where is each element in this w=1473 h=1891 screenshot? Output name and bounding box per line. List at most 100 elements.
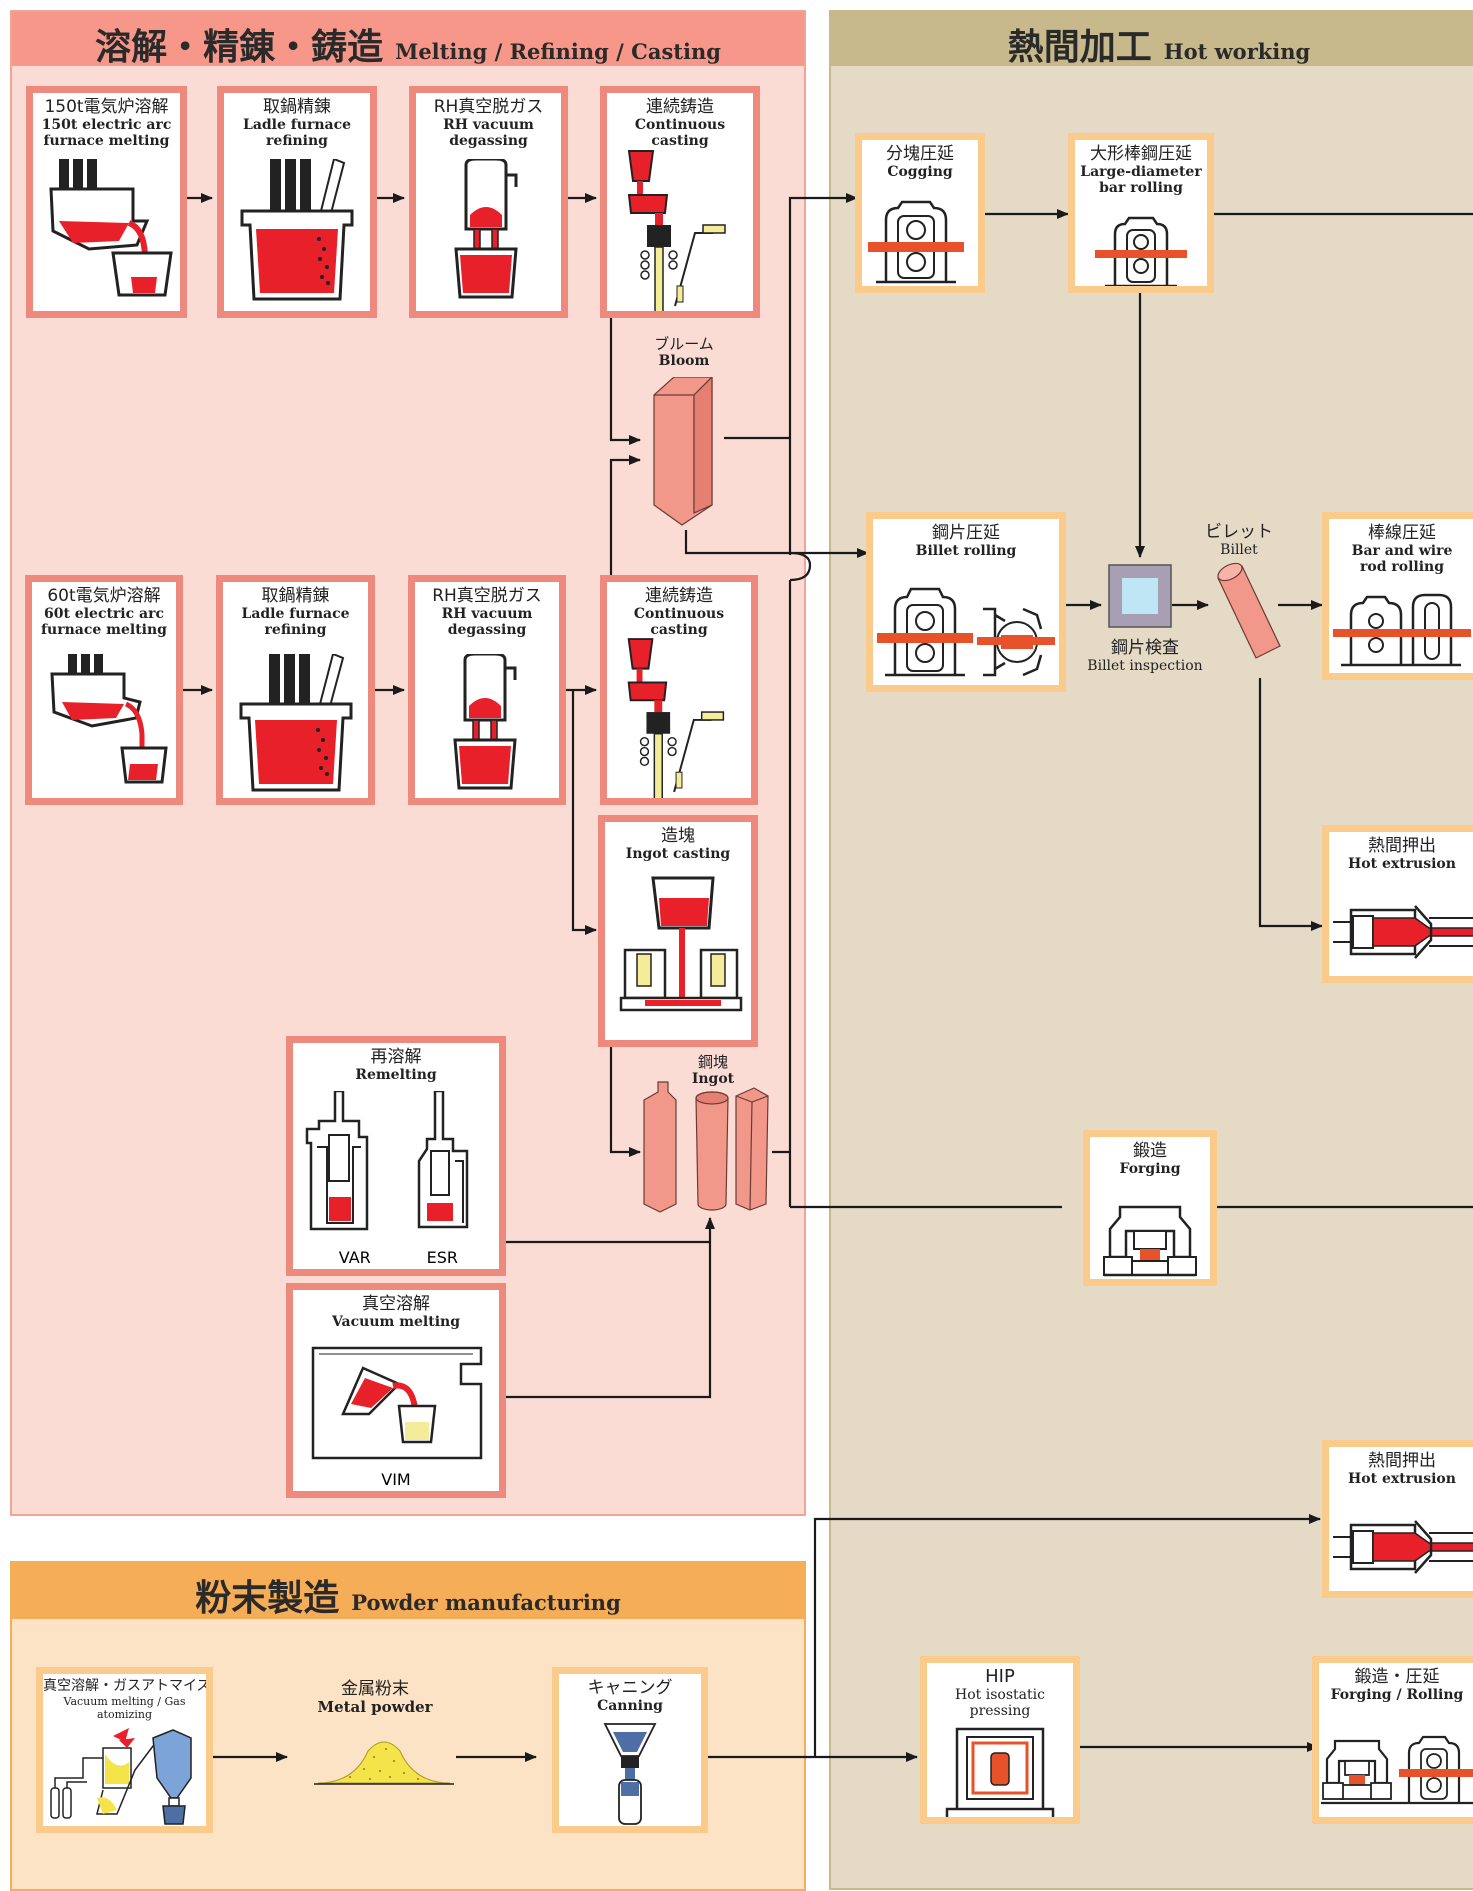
continuous-casting-2-label-jp: 連続鋳造 [645, 586, 713, 606]
billet-inspection-label-en: Billet inspection [1087, 658, 1203, 674]
ladle-refining-1-label-en: Ladle furnace refining [242, 117, 352, 149]
bar-wire-rolling-box: 棒線圧延 Bar and wire rod rolling [1322, 512, 1473, 680]
hip-label-jp: HIP [985, 1666, 1015, 1687]
hot-extrusion-2-label-jp: 熱間押出 [1368, 1451, 1436, 1471]
bar-wire-rolling-label-jp: 棒線圧延 [1368, 523, 1436, 543]
billet-bar-icon [1217, 562, 1281, 659]
forging-press-icon [1103, 1205, 1197, 1277]
gas-atomizing-label-en: Vacuum melting / Gas atomizing [63, 1695, 186, 1721]
ladle-refining-1-box: 取鍋精錬 Ladle furnace refining [217, 86, 377, 318]
metal-powder-label-jp: 金属粉末 [341, 1679, 409, 1699]
large-bar-rolling-label-en: Large-diameter bar rolling [1080, 164, 1202, 196]
eaf-150t-label-en: 150t electric arc furnace melting [41, 117, 172, 149]
cogging-label-en: Cogging [887, 164, 953, 180]
continuous-casting-1-label-jp: 連続鋳造 [646, 97, 714, 117]
remelting-furnace-icon [305, 1091, 469, 1231]
ingot-casting-label-en: Ingot casting [625, 846, 731, 862]
bloom-block-icon [653, 377, 713, 526]
ladle-refining-1-label-jp: 取鍋精錬 [263, 97, 331, 117]
remelting-label-en: Remelting [355, 1067, 437, 1083]
vacuum-induction-furnace-icon [311, 1346, 483, 1460]
billet-label-en: Billet [1220, 542, 1258, 558]
ladle-furnace-icon [240, 159, 354, 301]
bloom-label: ブルーム Bloom [640, 332, 728, 370]
melting-title-en: Melting / Refining / Casting [395, 39, 721, 64]
hot-extrusion-2-label-en: Hot extrusion [1348, 1471, 1456, 1487]
line-bloom-bottom [684, 530, 812, 582]
hot-working-section-header: 熱間加工 Hot working [831, 12, 1473, 68]
ladle-refining-2-label-en: Ladle furnace refining [241, 606, 350, 638]
powder-title-en: Powder manufacturing [351, 1590, 621, 1615]
bloom-label-en: Bloom [658, 353, 710, 369]
vim-label: VIM [381, 1470, 411, 1489]
melting-title-jp: 溶解・精錬・鋳造 [95, 27, 384, 68]
ingot-label: 鋼塊 Ingot [680, 1050, 746, 1088]
continuous-casting-2-box: 連続鋳造 Continuous casting [600, 575, 758, 805]
arrow-rh2-ingot-casting [571, 690, 597, 935]
arrow-cc1-bloom [609, 318, 641, 445]
hot-extrusion-1-label-jp: 熱間押出 [1368, 836, 1436, 856]
continuous-casting-1-label-en: Continuous casting [634, 117, 726, 149]
bar-wire-rolling-label-en: Bar and wire rod rolling [1351, 543, 1453, 575]
rh-degassing-1-box: RH真空脱ガス RH vacuum degassing [409, 86, 568, 318]
metal-powder-pile-icon [314, 1741, 454, 1785]
canning-box: キャニング Canning [552, 1667, 708, 1833]
vacuum-melting-box: 真空溶解 Vacuum melting VIM [286, 1283, 506, 1498]
powder-title-jp: 粉末製造 [195, 1578, 340, 1619]
forging-rolling-icon [1321, 1735, 1473, 1805]
gas-atomizing-label-jp: 真空溶解・ガスアトマイズ [43, 1678, 211, 1694]
hip-vessel-icon [945, 1727, 1055, 1817]
vacuum-melting-label-en: Vacuum melting [331, 1314, 460, 1330]
ingot-casting-box: 造塊 Ingot casting [598, 815, 758, 1047]
powder-section-header: 粉末製造 Powder manufacturing [12, 1563, 804, 1619]
billet-inspection-icon [1108, 564, 1172, 628]
vacuum-melting-label-jp: 真空溶解 [362, 1294, 430, 1314]
extrusion-press-2-icon [1333, 1520, 1473, 1574]
hip-label-en: Hot isostatic pressing [955, 1687, 1045, 1719]
bloom-label-jp: ブルーム [654, 335, 714, 353]
billet-rolling-mill-icon [877, 587, 1055, 677]
billet-rolling-box: 鋼片圧延 Billet rolling [866, 512, 1066, 692]
billet-label-jp: ビレット [1205, 522, 1273, 542]
billet-rolling-label-jp: 鋼片圧延 [932, 523, 1000, 543]
arrow-canning-hot-extrusion2 [813, 1514, 1321, 1757]
large-bar-rolling-label-jp: 大形棒鋼圧延 [1090, 144, 1192, 164]
esr-label: ESR [426, 1248, 459, 1267]
large-bar-rolling-box: 大形棒鋼圧延 Large-diameter bar rolling [1068, 133, 1214, 293]
hot-working-title-jp: 熱間加工 [1007, 27, 1152, 68]
bar-rolling-mill-icon [1095, 216, 1187, 286]
continuous-casting-1-box: 連続鋳造 Continuous casting [600, 86, 760, 318]
canning-label-en: Canning [597, 1698, 663, 1714]
electric-arc-furnace-60t-icon [50, 654, 168, 784]
rh-degassing-1-label-jp: RH真空脱ガス [433, 97, 544, 117]
rh-degassing-2-label-jp: RH真空脱ガス [432, 586, 542, 606]
extrusion-press-icon [1333, 905, 1473, 959]
eaf-60t-label-jp: 60t電気炉溶解 [47, 586, 161, 606]
wire-rod-mill-icon [1333, 593, 1471, 667]
billet-inspection-label: 鋼片検査 Billet inspection [1080, 634, 1210, 674]
cogging-box: 分塊圧延 Cogging [855, 133, 985, 293]
metal-powder-label: 金属粉末 Metal powder [300, 1675, 450, 1715]
cogging-label-jp: 分塊圧延 [886, 144, 954, 164]
rh-degassing-1-label-en: RH vacuum degassing [443, 117, 534, 149]
rh-degassing-2-label-en: RH vacuum degassing [441, 606, 533, 638]
ladle-furnace-2-icon [239, 654, 353, 792]
continuous-caster-2-icon [627, 638, 725, 798]
rh-vacuum-vessel-icon [454, 159, 518, 299]
forging-rolling-label-jp: 鍛造・圧延 [1354, 1667, 1440, 1687]
arrow-vim-ingot [505, 1217, 715, 1399]
canning-capsule-icon [603, 1723, 657, 1825]
gas-atomizing-box: 真空溶解・ガスアトマイズ Vacuum melting / Gas atomiz… [36, 1667, 213, 1833]
forging-box: 鍛造 Forging [1083, 1130, 1217, 1286]
billet-label: ビレット Billet [1200, 518, 1278, 558]
ladle-refining-2-box: 取鍋精錬 Ladle furnace refining [216, 575, 375, 805]
forging-label-en: Forging [1119, 1161, 1181, 1177]
hot-working-title-en: Hot working [1163, 39, 1311, 64]
hot-extrusion-1-box: 熱間押出 Hot extrusion [1322, 825, 1473, 983]
var-label: VAR [338, 1248, 371, 1267]
ingot-shapes-icon [643, 1081, 769, 1213]
electric-arc-furnace-icon [49, 159, 173, 297]
forging-label-jp: 鍛造 [1133, 1141, 1167, 1161]
metal-powder-label-en: Metal powder [317, 1698, 433, 1716]
continuous-casting-2-label-en: Continuous casting [633, 606, 725, 638]
